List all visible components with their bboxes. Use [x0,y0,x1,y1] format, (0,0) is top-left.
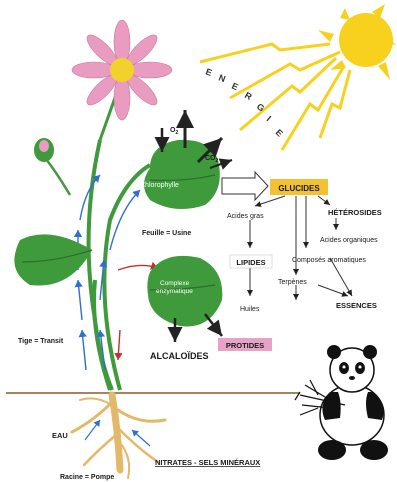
energy-letter: R [243,90,254,102]
tige-label: Tige = Transit [18,338,64,345]
sun-icon [200,4,396,150]
left-leaf [14,234,92,285]
flower-icon [72,20,172,140]
huiles-label: Huiles [240,306,260,313]
energy-letter: E [204,66,213,77]
output-arrow [222,172,268,200]
energy-letter: E [274,127,285,138]
terpenes-label: Terpènes [278,279,307,286]
glucides-label: GLUCIDES [278,184,320,193]
co2-subscript: 2 [216,158,219,164]
alcaloides-label: ALCALOÏDES [150,351,209,361]
racine-label: Racine = Pompe [60,474,114,481]
essences-label: ESSENCES [336,301,377,310]
complexe-label-1: Complexe [160,280,190,287]
eau-label: EAU [52,431,68,440]
protides-label: PROTIDES [226,341,264,350]
co2-text: CO [205,155,216,162]
composes-aromatiques-label: Composés aromatiques [292,257,366,264]
energy-letter: G [255,101,266,113]
o2-subscript: 2 [175,130,178,136]
complexe-label-2: enzymatique [156,288,193,295]
acides-organiques-label: Acides organiques [320,237,378,244]
lipides-label: LIPIDES [236,258,265,267]
energy-letter: I [265,114,273,123]
panda-icon [295,345,388,460]
energy-letter: N [217,72,227,84]
roots [72,395,165,478]
heterosides-label: HÉTÉROSIDES [328,208,382,217]
nitrates-label: NITRATES - SELS MINÉRAUX [155,458,260,467]
feuille-label: Feuille = Usine [142,230,191,237]
acides-gras-label: Acides gras [227,213,264,220]
flower-bud-icon [34,138,70,195]
chlorophylle-label: Chlorophylle [140,182,179,189]
energy-letter: E [230,81,240,93]
o2-label: O2 [170,127,178,136]
